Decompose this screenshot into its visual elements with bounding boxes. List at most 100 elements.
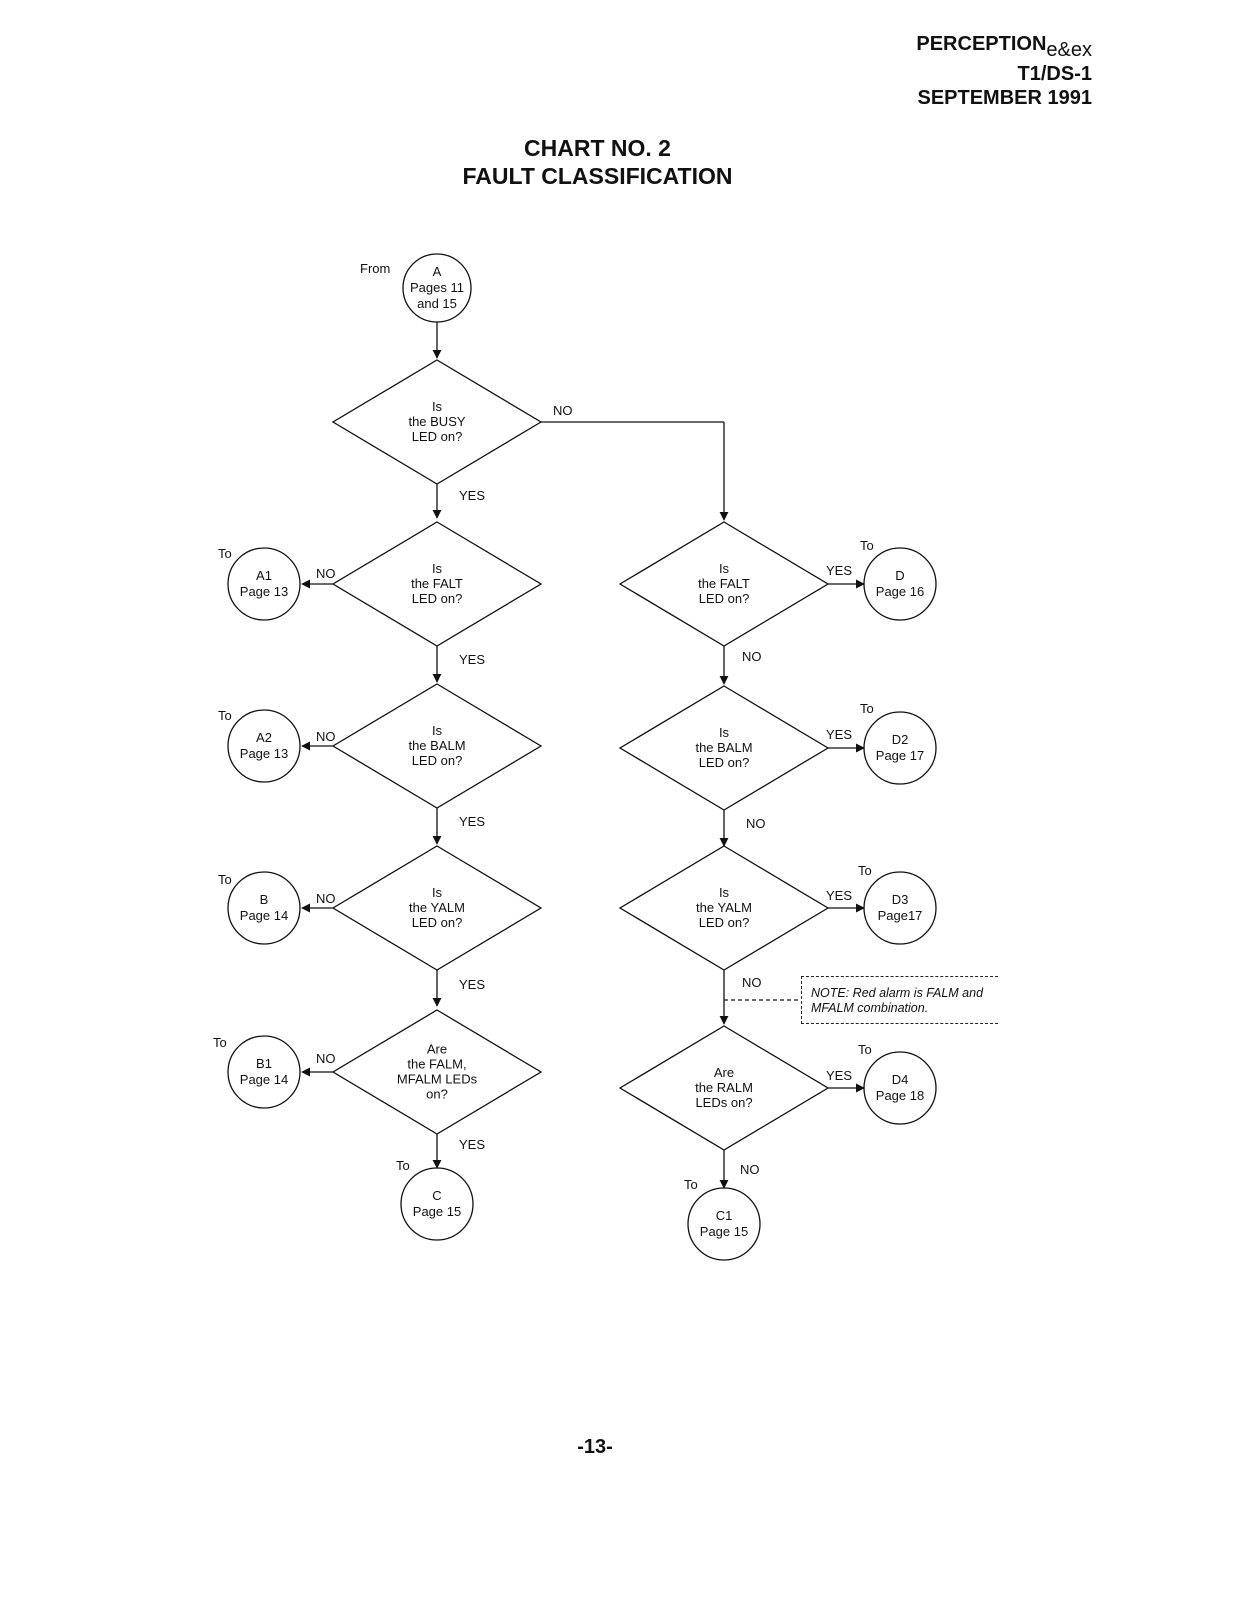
decision-l_balm-text-line-1: Is xyxy=(432,723,443,738)
decision-r_ralm-text-line-2: the RALM xyxy=(695,1080,753,1095)
l-yalm-no-label: NO xyxy=(316,891,336,906)
decision-busy-text-line-2: the BUSY xyxy=(408,414,465,429)
connector-d2-text-line-1: D2 xyxy=(892,732,909,747)
connector-c-caption: To xyxy=(396,1158,410,1173)
decision-l_falt-text-line-2: the FALT xyxy=(411,576,463,591)
r-falt-no-label: NO xyxy=(742,649,762,664)
decision-r_falt-text-line-2: the FALT xyxy=(698,576,750,591)
connector-d3-text-line-1: D3 xyxy=(892,892,909,907)
connector-d4-text-line-1: D4 xyxy=(892,1072,909,1087)
r-ralm-yes-label: YES xyxy=(826,1068,852,1083)
start-connector-text-line-1: A xyxy=(433,264,442,279)
l-balm-no-label: NO xyxy=(316,729,336,744)
connector-b-text-line-2: Page 14 xyxy=(240,908,288,923)
r-yalm-yes-label: YES xyxy=(826,888,852,903)
connector-d xyxy=(863,547,937,621)
connector-b1-text-line-2: Page 14 xyxy=(240,1072,288,1087)
connector-b xyxy=(227,871,301,945)
header-product: PERCEPTIONe&ex xyxy=(916,33,1092,61)
connector-b-text-line-1: B xyxy=(260,892,269,907)
decision-r_balm-text-line-2: the BALM xyxy=(695,740,752,755)
connector-c1-text-line-2: Page 15 xyxy=(700,1224,748,1239)
connector-a1 xyxy=(227,547,301,621)
l-yalm-yes-label: YES xyxy=(459,977,485,992)
note-text: NOTE: Red alarm is FALM and MFALM combin… xyxy=(811,986,984,1015)
connector-d4-text-line-2: Page 18 xyxy=(876,1088,924,1103)
connector-a2-text-line-2: Page 13 xyxy=(240,746,288,761)
document-header: PERCEPTIONe&ex T1/DS-1 SEPTEMBER 1991 xyxy=(916,32,1092,110)
connector-c1 xyxy=(687,1187,761,1261)
busy-yes-label: YES xyxy=(459,488,485,503)
connector-a2 xyxy=(227,709,301,783)
page-number: -13- xyxy=(577,1436,613,1458)
chart-title-line-1: CHART NO. 2 xyxy=(524,135,671,161)
connector-d4 xyxy=(863,1051,937,1125)
decision-l_falm-text-line-1: Are xyxy=(427,1042,447,1057)
decision-l_balm-text-line-3: LED on? xyxy=(412,753,463,768)
connector-d3-text-line-2: Page17 xyxy=(878,908,923,923)
decision-l_yalm-text-line-2: the YALM xyxy=(409,900,465,915)
decision-r_ralm-text-line-3: LEDs on? xyxy=(695,1095,752,1110)
decision-l_yalm-text-line-3: LED on? xyxy=(412,915,463,930)
connector-b-caption: To xyxy=(218,872,232,887)
red-alarm-note: NOTE: Red alarm is FALM and MFALM combin… xyxy=(801,976,998,1024)
connector-d2-caption: To xyxy=(860,701,874,716)
connector-d3-caption: To xyxy=(858,863,872,878)
connector-a1-text-line-2: Page 13 xyxy=(240,584,288,599)
decision-l_falt-text-line-1: Is xyxy=(432,561,443,576)
header-section: T1/DS-1 xyxy=(1017,63,1092,85)
connector-c1-text-line-1: C1 xyxy=(716,1208,733,1223)
decision-r_yalm-text-line-1: Is xyxy=(719,885,730,900)
connector-c-text-line-1: C xyxy=(432,1188,441,1203)
r-falt-yes-label: YES xyxy=(826,563,852,578)
connector-d-text-line-2: Page 16 xyxy=(876,584,924,599)
decision-r_falt-text-line-3: LED on? xyxy=(699,591,750,606)
connector-a1-caption: To xyxy=(218,546,232,561)
decision-l_balm-text-line-2: the BALM xyxy=(408,738,465,753)
decision-r_balm-text-line-1: Is xyxy=(719,725,730,740)
l-balm-yes-label: YES xyxy=(459,814,485,829)
connector-b1 xyxy=(227,1035,301,1109)
l-falm-no-label: NO xyxy=(316,1051,336,1066)
connector-d3 xyxy=(863,871,937,945)
start-caption: From xyxy=(360,261,390,276)
decision-l_falt-text-line-3: LED on? xyxy=(412,591,463,606)
connector-c1-caption: To xyxy=(684,1177,698,1192)
decision-r_falt-text-line-1: Is xyxy=(719,561,730,576)
r-yalm-no-label: NO xyxy=(742,975,762,990)
connector-d-text-line-1: D xyxy=(895,568,904,583)
r-balm-no-label: NO xyxy=(746,816,766,831)
connector-d2-text-line-2: Page 17 xyxy=(876,748,924,763)
connector-a2-text-line-1: A2 xyxy=(256,730,272,745)
start-connector-text-line-3: and 15 xyxy=(417,296,457,311)
decision-l_falm-text-line-3: MFALM LEDs xyxy=(397,1072,478,1087)
connector-a2-caption: To xyxy=(218,708,232,723)
l-falt-yes-label: YES xyxy=(459,652,485,667)
l-falt-no-label: NO xyxy=(316,566,336,581)
connector-c-text-line-2: Page 15 xyxy=(413,1204,461,1219)
decision-r_yalm-text-line-2: the YALM xyxy=(696,900,752,915)
decision-l_falm-text-line-4: on? xyxy=(426,1087,448,1102)
connector-b1-caption: To xyxy=(213,1035,227,1050)
connector-d4-caption: To xyxy=(858,1042,872,1057)
decision-busy-text-line-1: Is xyxy=(432,399,443,414)
decision-r_yalm-text-line-3: LED on? xyxy=(699,915,750,930)
decision-r_ralm-text-line-1: Are xyxy=(714,1065,734,1080)
start-connector-text-line-2: Pages 11 xyxy=(410,280,464,295)
header-date: SEPTEMBER 1991 xyxy=(917,87,1092,109)
connector-d-caption: To xyxy=(860,538,874,553)
decision-r_balm-text-line-3: LED on? xyxy=(699,755,750,770)
l-falm-yes-label: YES xyxy=(459,1137,485,1152)
decision-l_yalm-text-line-1: Is xyxy=(432,885,443,900)
decision-busy-text-line-3: LED on? xyxy=(412,429,463,444)
chart-title-line-2: FAULT CLASSIFICATION xyxy=(462,163,733,189)
chart-title: CHART NO. 2 FAULT CLASSIFICATION xyxy=(0,134,1195,190)
r-balm-yes-label: YES xyxy=(826,727,852,742)
connector-d2 xyxy=(863,711,937,785)
connector-c xyxy=(400,1167,474,1241)
connector-b1-text-line-1: B1 xyxy=(256,1056,272,1071)
busy-no-label: NO xyxy=(553,403,573,418)
connector-a1-text-line-1: A1 xyxy=(256,568,272,583)
decision-l_falm-text-line-2: the FALM, xyxy=(407,1057,466,1072)
